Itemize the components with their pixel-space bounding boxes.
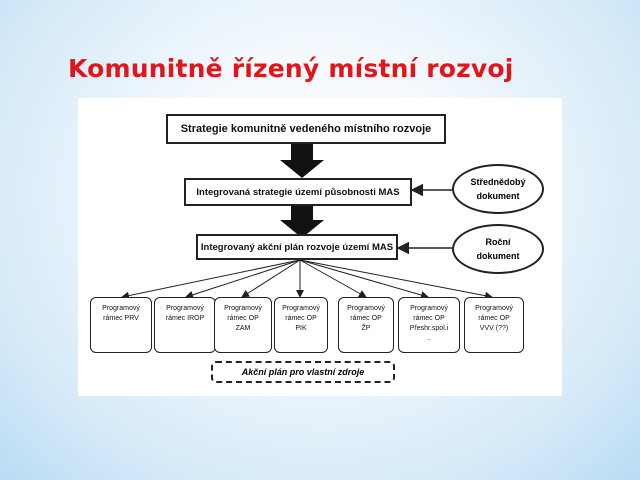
action-plan-box: Integrovaný akční plán rozvoje území MAS: [196, 234, 398, 260]
program-box-prv: Programový rámec PRV: [90, 297, 152, 353]
program-box-pik: Programový rámec OP PIK: [274, 297, 328, 353]
own-resources-plan-box: Akční plán pro vlastní zdroje: [211, 361, 395, 383]
middle-strategy-box: Integrovaná strategie území působnosti M…: [184, 178, 412, 206]
annual-document-ellipse: Roční dokument: [452, 224, 544, 274]
diagram-connectors: [121, 144, 493, 300]
midterm-document-ellipse: Střednědobý dokument: [452, 164, 544, 214]
slide-title: Komunitně řízený místní rozvoj: [68, 54, 514, 83]
diagram-panel: Strategie komunitně vedeného místního ro…: [78, 98, 562, 396]
program-box-preshr: Programový rámec OP Přeshr.spol.i ..: [398, 297, 460, 353]
top-strategy-box: Strategie komunitně vedeného místního ro…: [166, 114, 446, 144]
down-arrow-2: [280, 206, 324, 238]
program-box-irop: Programový rámec IROP: [154, 297, 216, 353]
program-box-vvv: Programový rámec OP VVV (??): [464, 297, 524, 353]
down-arrow-1: [280, 144, 324, 178]
fan-out-arrows: [121, 259, 493, 300]
program-box-zp: Programový rámec OP ŽP: [338, 297, 394, 353]
program-box-zam: Programový rámec OP ZAM: [214, 297, 272, 353]
